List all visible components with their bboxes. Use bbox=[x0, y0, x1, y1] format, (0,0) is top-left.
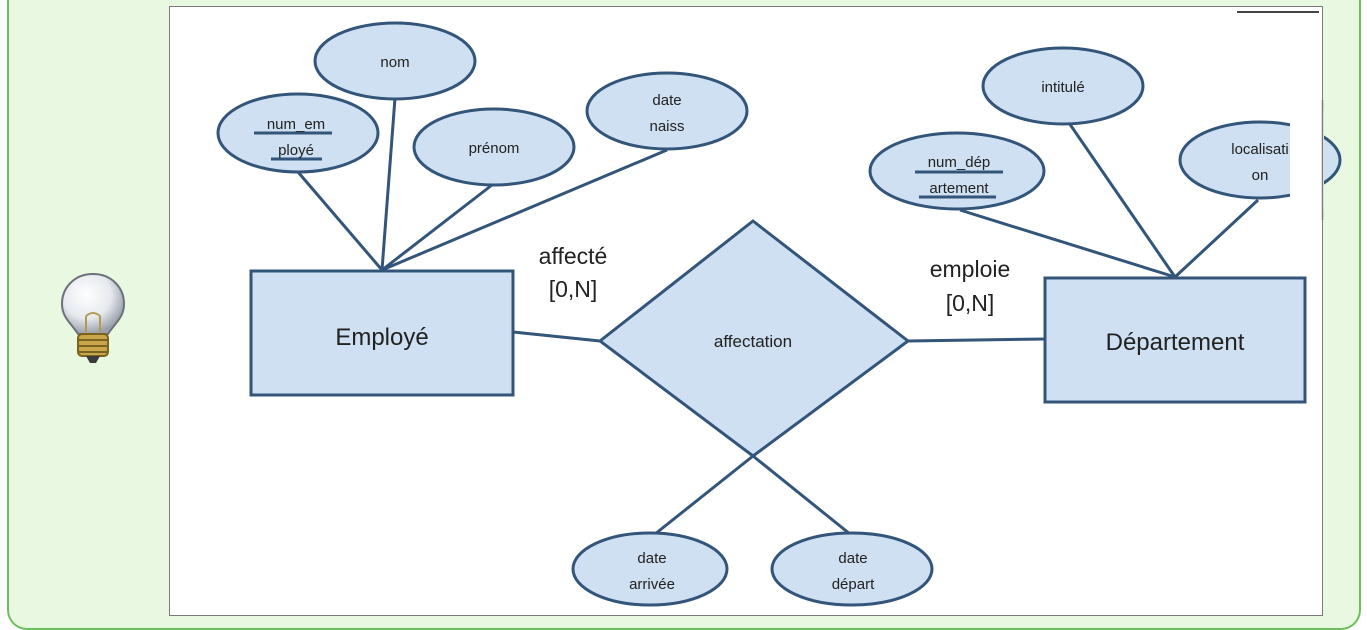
attr-nom bbox=[313, 21, 477, 101]
link-num-employe bbox=[296, 171, 384, 271]
attr-nom-label: nom bbox=[380, 54, 409, 71]
attr-localisation-line2: on bbox=[1252, 167, 1269, 184]
link-prenom bbox=[381, 183, 493, 272]
attr-prenom-label: prénom bbox=[469, 140, 520, 157]
link-intitule bbox=[1065, 119, 1177, 278]
role-departement: emploie bbox=[930, 256, 1011, 282]
role-employe: affecté bbox=[539, 243, 608, 269]
link-localisation bbox=[1173, 198, 1260, 279]
attr-date-naiss-line2: naiss bbox=[649, 118, 684, 135]
card-employe: [0,N] bbox=[549, 276, 598, 302]
attr-num-departement-line2: artement bbox=[929, 180, 989, 197]
attr-num-employe-line2: ployé bbox=[278, 142, 314, 159]
attr-date-depart-line1: date bbox=[838, 550, 867, 567]
entity-departement-label: Département bbox=[1106, 329, 1245, 356]
attr-prenom bbox=[412, 107, 576, 187]
attr-localisation-line1: localisati bbox=[1231, 141, 1289, 158]
entity-employe bbox=[249, 269, 515, 397]
attr-intitule-label: intitulé bbox=[1041, 79, 1084, 96]
entity-employe-label: Employé bbox=[335, 324, 428, 351]
attr-date-arrivee-line2: arrivée bbox=[629, 576, 675, 593]
panel-corner-mark bbox=[1237, 11, 1319, 13]
link-date-naiss bbox=[381, 148, 668, 272]
attr-date-arrivee-line1: date bbox=[637, 550, 666, 567]
attr-date-naiss-line1: date bbox=[652, 92, 681, 109]
link-date-depart bbox=[752, 454, 851, 536]
entity-departement bbox=[1043, 276, 1307, 404]
link-employe-affectation bbox=[512, 330, 601, 343]
attr-num-employe-line1: num_em bbox=[267, 116, 325, 133]
attr-date-depart-line2: départ bbox=[832, 576, 875, 593]
card-departement: [0,N] bbox=[946, 290, 995, 316]
relationship-affectation bbox=[597, 219, 911, 458]
relationship-label: affectation bbox=[714, 332, 792, 351]
attr-date-depart bbox=[770, 531, 934, 607]
attr-num-departement-line1: num_dép bbox=[928, 154, 991, 171]
attr-date-naiss bbox=[585, 71, 749, 151]
attr-intitule bbox=[981, 46, 1145, 126]
link-affectation-departement bbox=[907, 337, 1046, 343]
link-nom bbox=[380, 97, 397, 271]
lightbulb-icon bbox=[60, 272, 126, 363]
link-date-arrivee bbox=[649, 454, 754, 540]
attr-date-arrivee bbox=[571, 531, 729, 607]
link-num-departement bbox=[959, 208, 1176, 279]
